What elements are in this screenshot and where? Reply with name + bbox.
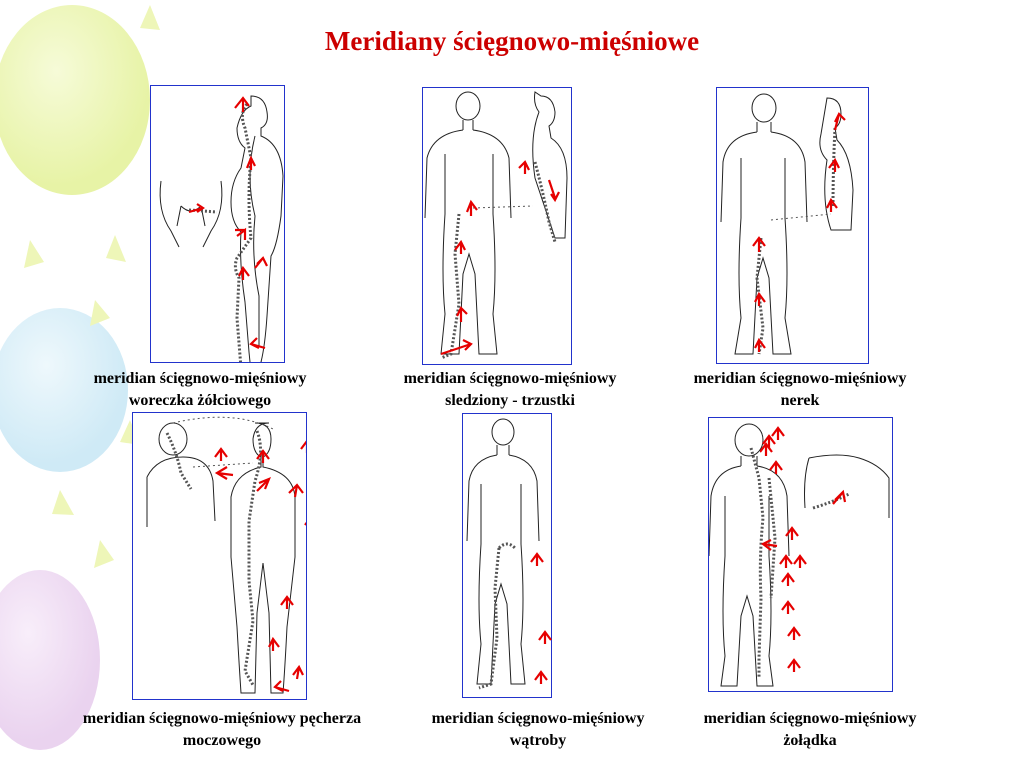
caption-line1: meridian ścięgnowo-mięśniowy [672, 708, 948, 730]
figure-gallbladder [150, 85, 285, 363]
figure-kidney [716, 87, 869, 364]
caption-gallbladder: meridian ścięgnowo-mięśniowy woreczka żó… [50, 368, 350, 412]
stomach-arrows [760, 420, 810, 680]
caption-line2: woreczka żółciowego [50, 390, 350, 412]
caption-line1: meridian ścięgnowo-mięśniowy [360, 368, 660, 390]
caption-line2: wątroby [400, 730, 676, 752]
page-title: Meridiany ścięgnowo-mięśniowe [0, 26, 1024, 57]
caption-line1: meridian ścięgnowo-mięśniowy [50, 368, 350, 390]
caption-line1: meridian ścięgnowo-mięśniowy [650, 368, 950, 390]
caption-line2: nerek [650, 390, 950, 412]
caption-line2: moczowego [40, 730, 404, 752]
figure-bladder [132, 412, 307, 700]
caption-line2: żołądka [672, 730, 948, 752]
figure-spleen-pancreas [422, 87, 572, 365]
caption-spleen-pancreas: meridian ścięgnowo-mięśniowy sledziony -… [360, 368, 660, 412]
caption-bladder: meridian ścięgnowo-mięśniowy pęcherza mo… [40, 708, 404, 752]
caption-line2: sledziony - trzustki [360, 390, 660, 412]
caption-line1: meridian ścięgnowo-mięśniowy [400, 708, 676, 730]
caption-line1: meridian ścięgnowo-mięśniowy pęcherza [40, 708, 404, 730]
caption-kidney: meridian ścięgnowo-mięśniowy nerek [650, 368, 950, 412]
caption-liver: meridian ścięgnowo-mięśniowy wątroby [400, 708, 676, 752]
caption-stomach: meridian ścięgnowo-mięśniowy żołądka [672, 708, 948, 752]
liver-arrows [530, 620, 560, 690]
